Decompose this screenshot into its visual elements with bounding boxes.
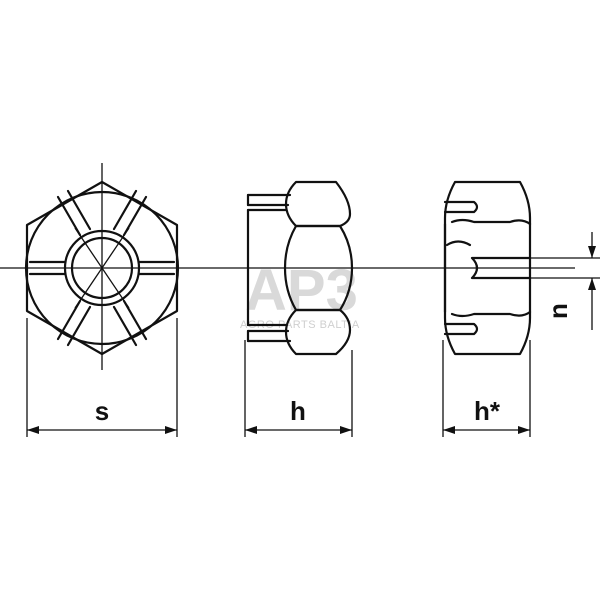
- slotted-body: [443, 180, 532, 356]
- bore-inner-circle: [70, 236, 134, 300]
- s-arrow-left: [27, 426, 39, 434]
- hstar-label: h*: [474, 396, 501, 426]
- front-slots: [28, 189, 176, 347]
- hex-outline: [25, 180, 179, 356]
- h-arrow-right: [340, 426, 352, 434]
- bottom-slot: [443, 322, 479, 336]
- top-slot: [443, 200, 479, 214]
- hstar-arrow-left: [443, 426, 455, 434]
- band-lower: [450, 310, 532, 318]
- watermark-subtitle: AGRO PARTS BALTIA: [240, 319, 360, 331]
- side-view-h: h: [244, 180, 354, 437]
- bore-outer-circle: [63, 229, 141, 307]
- h-label: h: [290, 396, 306, 426]
- h-arrow-left: [245, 426, 257, 434]
- n-label: n: [543, 303, 573, 319]
- watermark-logo: AP3: [245, 258, 358, 323]
- middle-slot: [470, 256, 532, 280]
- front-view: s: [24, 163, 180, 437]
- chamfer-circle: [24, 190, 180, 346]
- hstar-arrow-right: [518, 426, 530, 434]
- n-arrow-bottom: [588, 278, 596, 290]
- side-view-h-star: h* n: [442, 180, 600, 437]
- s-arrow-right: [165, 426, 177, 434]
- lower-crown: [284, 308, 352, 356]
- n-arrow-top: [588, 246, 596, 258]
- upper-crown: [284, 180, 352, 228]
- watermark: AP3 AGRO PARTS BALTIA: [240, 258, 360, 331]
- s-label: s: [95, 396, 109, 426]
- bore-hatch-2: [74, 227, 130, 309]
- band-upper: [450, 218, 532, 226]
